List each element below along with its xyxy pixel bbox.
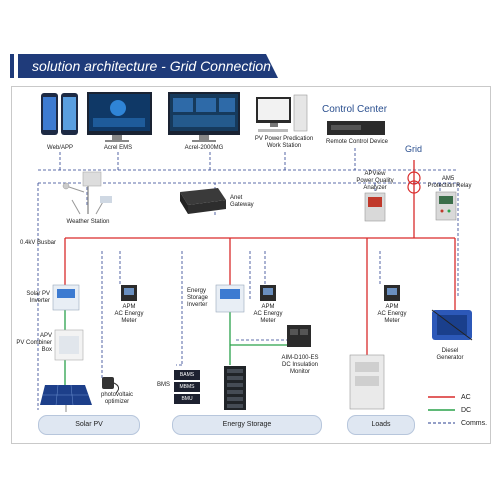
transformer-icon [407,171,421,194]
workstation-icon [256,94,308,132]
web-app-icon [41,93,78,135]
solar-panel-icon [40,384,92,412]
group-energy-storage: Energy Storage [172,415,322,435]
combiner-label-2: PV Combiner [16,340,52,346]
apm3-label-2: AC Energy [377,311,407,317]
apm2-label-3: Meter [260,318,276,324]
ac-lines [64,160,456,355]
diesel-label-1: Diesel [441,348,459,354]
ess-inverter-icon [215,284,245,313]
acrel-2000mg-label: Acrel-2000MG [184,145,224,151]
bams-label: BAMS [179,372,195,378]
remote-control-device-icon [327,121,385,135]
apm-meter-2-icon [260,285,276,301]
legend-dc: DC [461,407,472,414]
diagram-frame [11,86,491,444]
combiner-box-icon [54,329,84,361]
title-bar-shape [10,54,278,78]
gateway-label-2: Gateway [230,202,254,208]
solar-inverter-label-2: Inverter [29,298,50,304]
title-bar: solution architecture - Grid Connection [10,54,278,78]
apm2-label-1: APM [261,304,275,310]
busbar-label: 0.4kV Busbar [20,240,57,246]
optimizer-label-2: optimizer [104,399,130,405]
aim-label-2: DC Insulation [281,362,319,368]
power-quality-analyzer-icon [364,192,386,222]
apview-label-1: APView [364,171,386,177]
pv-workstation-label-2: Work Station [266,143,302,149]
diesel-label-2: Generator [436,355,464,361]
apm1-label-3: Meter [121,318,137,324]
apview-label-3: Analyzer [363,185,387,191]
dc-lines [64,310,290,385]
gateway-icon [180,188,226,214]
optimizer-label-1: photovoltaic [100,392,134,398]
acrel-2000mg-monitor-icon [168,92,240,142]
apm2-label-2: AC Energy [253,311,283,317]
page-title: solution architecture - Grid Connection [32,58,271,74]
grid-label: Grid [405,144,423,154]
apm1-label-2: AC Energy [114,311,144,317]
gateway-label-1: Anet [230,195,243,201]
apview-label-2: Power Quality [356,178,394,184]
battery-rack-icon [224,366,246,410]
comms-lines [37,148,459,410]
control-center-label: Control Center [322,104,388,115]
acrel-ems-label: Acrel EMS [103,145,133,151]
am5-label-2: Protection Relay [427,183,472,189]
loads-cabinet-icon [349,354,385,410]
weather-station-label: Weather Station [66,219,110,225]
remote-control-label: Remote Control Device [325,139,389,145]
ess-inverter-label-3: Inverter [187,302,208,308]
solar-inverter-label-1: Solar PV [26,291,50,297]
ess-inverter-label-2: Storage [187,295,209,301]
bms-stack-icon [174,370,200,404]
bms-label: BMS [156,382,170,388]
apm-meter-3-icon [384,285,400,301]
mbms-label: MBMS [179,384,195,390]
solar-inverter-icon [52,284,80,311]
weather-station-icon [62,171,112,215]
optimizer-icon [102,377,120,394]
pv-workstation-label-1: PV Power Predication [254,136,314,142]
apm3-label-3: Meter [384,318,400,324]
combiner-label-3: Box [41,347,52,353]
apm3-label-1: APM [385,304,399,310]
legend-comms: Comms. [461,420,488,427]
dc-insulation-monitor-icon [287,325,311,347]
web-app-label: Web/APP [47,145,73,151]
protection-relay-icon [435,191,457,221]
bmu-label: BMU [181,396,193,402]
diesel-generator-icon [431,309,473,341]
legend-ac: AC [461,394,471,401]
group-solar-pv: Solar PV [38,415,140,435]
apm1-label-1: APM [122,304,136,310]
group-loads: Loads [347,415,415,435]
aim-label-3: Monitor [289,369,310,375]
ess-inverter-label-1: Energy [187,288,207,294]
aim-label-1: AIM-D100-ES [281,355,319,361]
combiner-label-1: APV [39,333,52,339]
apm-meter-1-icon [121,285,137,301]
am5-label-1: AM5 [441,176,455,182]
acrel-ems-monitor-icon [87,92,152,142]
